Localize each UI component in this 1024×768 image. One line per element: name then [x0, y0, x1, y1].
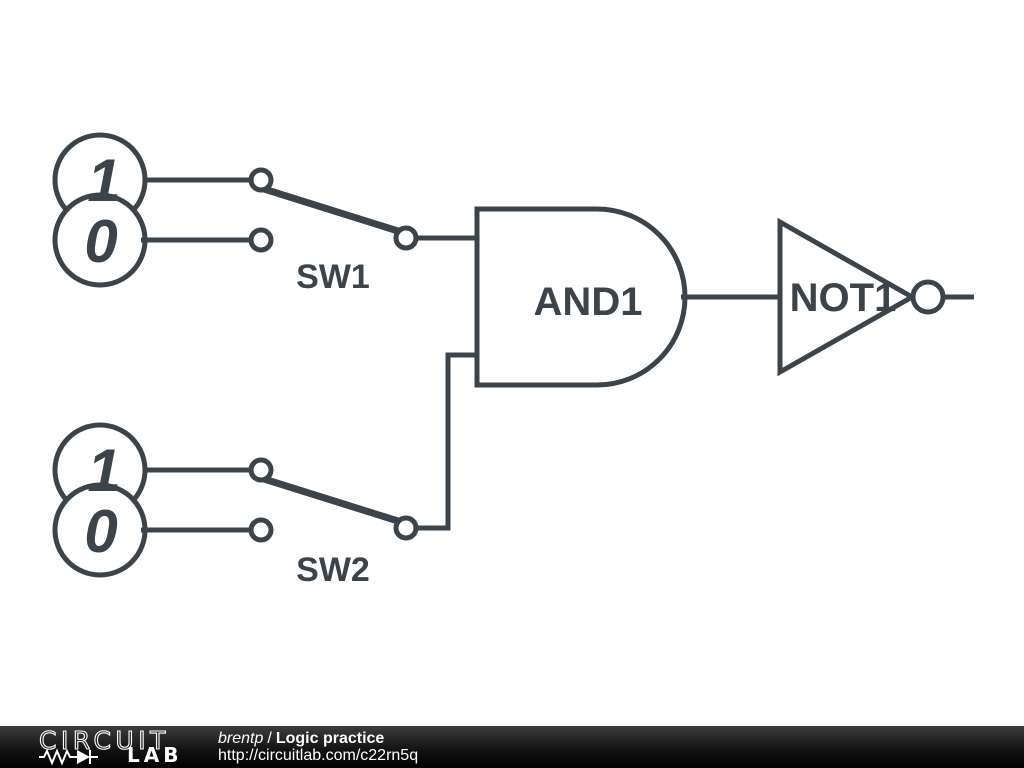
separator: / [267, 730, 272, 747]
not-gate-triangle [777, 217, 918, 377]
author-name: brentp [218, 730, 264, 747]
logo-lab-text: LAB [127, 743, 182, 766]
resistor-diode-icon [39, 748, 98, 766]
sw1-throw-high-terminal [248, 167, 274, 193]
switch-sw1-block: 1 0 SW1 [52, 132, 477, 296]
sw1-label: SW1 [296, 258, 370, 296]
sw2-arm[interactable] [260, 475, 402, 525]
and1-label: AND1 [534, 280, 643, 324]
sw2-label: SW2 [296, 551, 370, 589]
sw1-throw-low-terminal [248, 227, 274, 253]
wire [406, 352, 477, 531]
sw1-common-terminal [393, 225, 419, 251]
schematic-title: Logic practice [275, 730, 385, 747]
and-gate-and1: AND1 [474, 206, 780, 388]
attribution-block: brentp/Logic practice http://circuitlab.… [218, 730, 418, 764]
footer-bar: CIRCUIT LAB brentp/Logic practice http:/… [0, 726, 1024, 768]
sw1-source-high-digit[interactable]: 1 [87, 147, 120, 214]
sw2-common-terminal [393, 515, 419, 541]
not1-label: NOT1 [790, 276, 897, 320]
sw1-source-low-digit[interactable]: 0 [84, 208, 117, 275]
schematic-url-link[interactable]: http://circuitlab.com/c22rn5q [218, 747, 419, 764]
and-gate-body [474, 206, 688, 388]
logo-circuit-text: CIRCUIT [39, 728, 170, 755]
sw1-arm[interactable] [260, 185, 402, 235]
sw2-source-low-digit[interactable]: 0 [84, 498, 117, 565]
not-gate-not1: NOT1 [777, 217, 974, 377]
schematic-canvas: 1 0 SW1 1 0 [52, 132, 974, 589]
sw2-throw-high-terminal [248, 457, 274, 483]
circuitlab-logo[interactable]: CIRCUIT LAB [38, 728, 188, 766]
sw2-throw-low-terminal [248, 517, 274, 543]
switch-sw2-block: 1 0 SW2 [52, 352, 477, 589]
attribution-line: brentp/Logic practice [218, 730, 418, 747]
not-gate-bubble [910, 279, 946, 315]
sw2-source-high-digit[interactable]: 1 [87, 437, 120, 504]
